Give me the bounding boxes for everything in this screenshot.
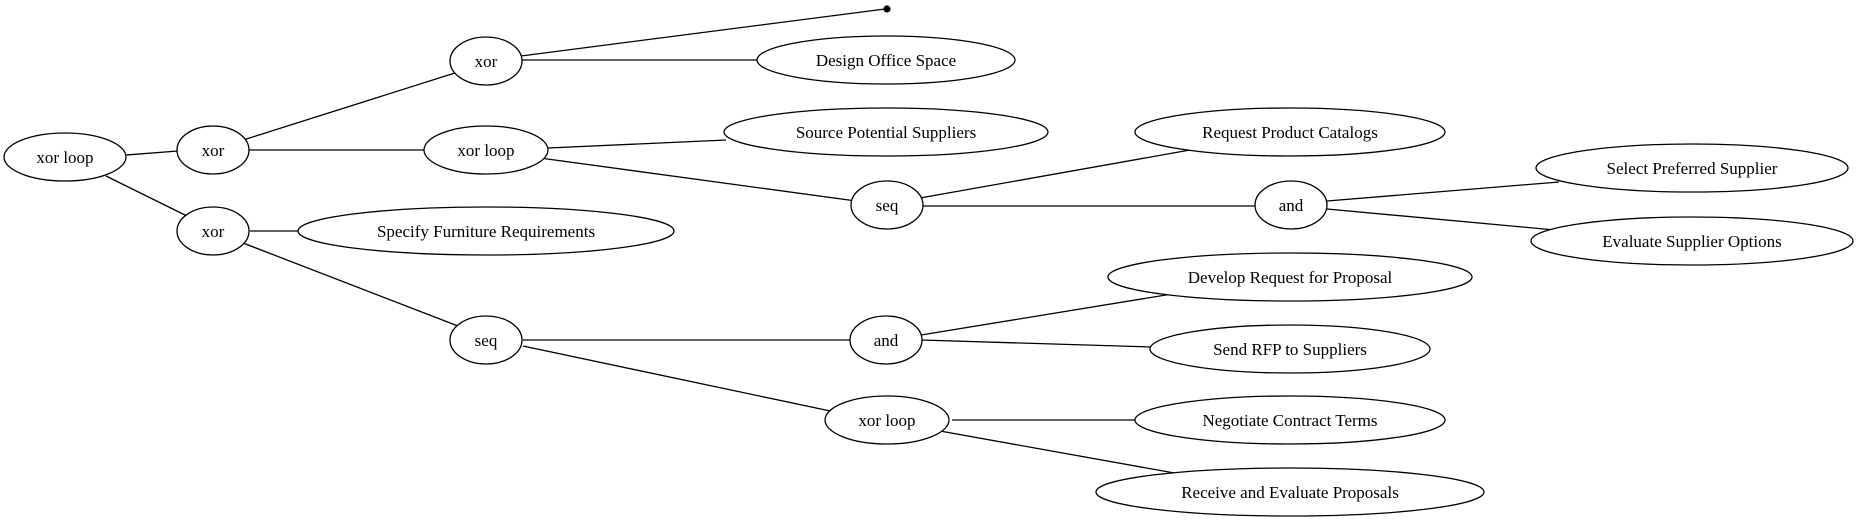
edge-xor-bottom-seq-rfp xyxy=(242,242,459,327)
node-xor-loop-neg-label: xor loop xyxy=(858,411,915,430)
node-source-suppliers: Source Potential Suppliers xyxy=(723,107,1049,157)
node-xor-bottom: xor xyxy=(176,206,250,256)
node-root-label: xor loop xyxy=(36,148,93,167)
node-xor-top-label: xor xyxy=(202,141,225,160)
edge-root-xor-top xyxy=(125,150,179,156)
edge-xor-top-xor-design xyxy=(239,71,459,142)
node-xor-loop-mid: xor loop xyxy=(423,125,549,175)
node-send-rfp: Send RFP to Suppliers xyxy=(1149,324,1431,374)
edge-root-xor-bottom xyxy=(105,175,190,218)
edge-seq-rfp-xor-loop-neg xyxy=(522,345,836,413)
node-design-office-space: Design Office Space xyxy=(756,35,1016,85)
node-seq-rfp-label: seq xyxy=(475,331,498,350)
node-xor-bottom-label: xor xyxy=(202,222,225,241)
node-seq-catalog: seq xyxy=(850,180,924,230)
node-request-catalogs-label: Request Product Catalogs xyxy=(1202,123,1378,142)
node-select-supplier-label: Select Preferred Supplier xyxy=(1607,159,1778,178)
node-xor-design-label: xor xyxy=(475,52,498,71)
node-evaluate-options: Evaluate Supplier Options xyxy=(1530,216,1854,266)
node-receive-proposals: Receive and Evaluate Proposals xyxy=(1095,467,1485,517)
node-evaluate-options-label: Evaluate Supplier Options xyxy=(1602,232,1781,251)
edge-xor-loop-mid-source xyxy=(547,139,727,149)
edge-seq-catalog-request xyxy=(919,149,1191,199)
edge-and-rfp-develop xyxy=(920,293,1173,336)
edge-xor-loop-mid-seq-catalog xyxy=(539,157,857,202)
node-send-rfp-label: Send RFP to Suppliers xyxy=(1213,340,1367,359)
node-negotiate-terms-label: Negotiate Contract Terms xyxy=(1202,411,1377,430)
node-seq-rfp: seq xyxy=(449,315,523,365)
node-xor-top: xor xyxy=(176,125,250,175)
node-negotiate-terms: Negotiate Contract Terms xyxy=(1134,395,1446,445)
node-specify-requirements: Specify Furniture Requirements xyxy=(297,206,675,256)
node-develop-rfp-label: Develop Request for Proposal xyxy=(1188,268,1393,287)
edges xyxy=(105,8,1560,475)
node-develop-rfp: Develop Request for Proposal xyxy=(1107,252,1473,302)
node-seq-catalog-label: seq xyxy=(876,196,899,215)
node-design-office-space-label: Design Office Space xyxy=(816,51,956,70)
node-xor-loop-mid-label: xor loop xyxy=(457,141,514,160)
edge-xor-loop-neg-receive xyxy=(939,430,1181,475)
silent-step-dot xyxy=(883,5,891,13)
node-request-catalogs: Request Product Catalogs xyxy=(1134,107,1446,157)
node-root: xor loop xyxy=(3,132,127,182)
node-xor-design: xor xyxy=(449,36,523,86)
node-and-select: and xyxy=(1254,180,1328,230)
node-and-select-label: and xyxy=(1279,196,1304,215)
node-select-supplier: Select Preferred Supplier xyxy=(1535,143,1849,193)
node-and-rfp-label: and xyxy=(874,331,899,350)
node-specify-requirements-label: Specify Furniture Requirements xyxy=(377,222,595,241)
node-receive-proposals-label: Receive and Evaluate Proposals xyxy=(1181,483,1399,502)
edge-xor-design-tau xyxy=(520,8,886,57)
node-and-rfp: and xyxy=(849,315,923,365)
edge-and-select-select xyxy=(1326,181,1560,202)
edge-and-rfp-send xyxy=(920,339,1152,348)
node-source-suppliers-label: Source Potential Suppliers xyxy=(796,123,976,142)
node-xor-loop-neg: xor loop xyxy=(824,395,950,445)
edge-and-select-evaluate xyxy=(1326,208,1556,231)
